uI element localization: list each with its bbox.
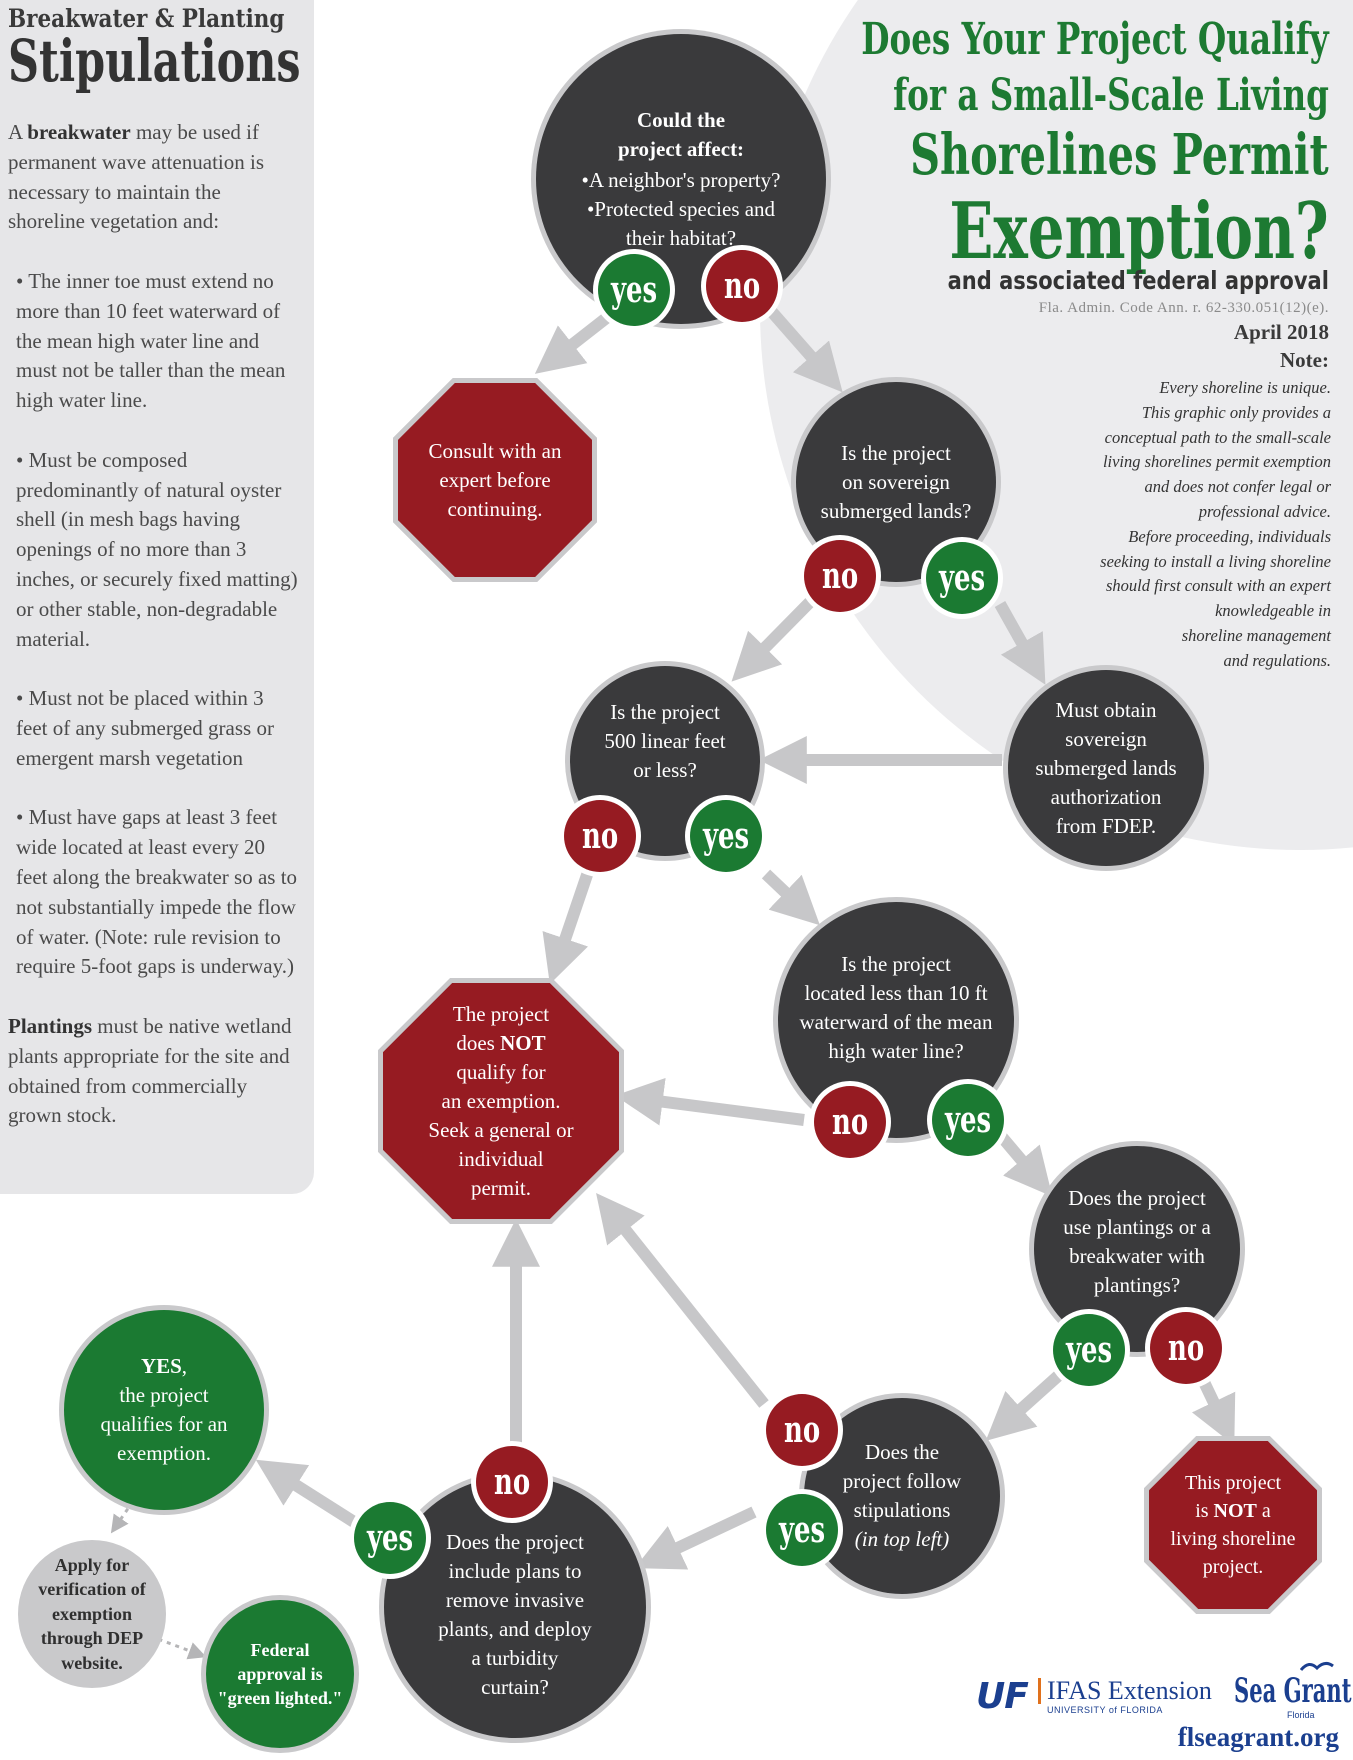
note-line: Before proceeding, individuals bbox=[1128, 526, 1331, 546]
page-title-line-4: Exemption? bbox=[949, 186, 1329, 277]
plantings-rule: Plantings must be native wetland plants … bbox=[8, 1013, 292, 1128]
uf-logo: UF bbox=[976, 1676, 1029, 1717]
stipulations-kicker: Breakwater & Planting bbox=[8, 4, 285, 33]
not-qualify-stop: The project does NOT qualify for an exem… bbox=[378, 978, 624, 1224]
fdep-authorization: Must obtain sovereign submerged lands au… bbox=[1008, 670, 1204, 866]
question-sovereign-lands: Is the project on sovereign submerged la… bbox=[796, 382, 996, 582]
page-title-line-1: Does Your Project Qualify bbox=[861, 14, 1329, 65]
q3-no-badge: no bbox=[564, 800, 636, 872]
consult-expert-stop: Consult with an expert before continuing… bbox=[393, 378, 597, 582]
note-line: should first consult with an expert bbox=[1105, 576, 1331, 596]
q6-no-badge: no bbox=[766, 1394, 838, 1466]
question-plantings-breakwater: Does the project use plantings or a brea… bbox=[1034, 1146, 1240, 1352]
arrow-yes-apply bbox=[110, 1493, 140, 1534]
note-line: knowledgeable in bbox=[1215, 601, 1331, 621]
arrow-q6-no bbox=[596, 1192, 769, 1408]
note-line: conceptual path to the small-scale bbox=[1104, 427, 1331, 447]
page-title-line-3: Shorelines Permit bbox=[910, 122, 1329, 188]
consult-expert-text: Consult with an expert before continuing… bbox=[428, 438, 562, 521]
q5-yes-badge: yes bbox=[1053, 1314, 1125, 1386]
stipulations-body: A breakwater may be used if permanent wa… bbox=[8, 118, 300, 1161]
arrow-q2-yes bbox=[994, 601, 1046, 685]
note-title: Note: bbox=[1280, 348, 1329, 372]
rule-placement: • Must not be placed within 3 feet of an… bbox=[16, 686, 274, 770]
not-living-shoreline-text: This project is NOT a living shoreline p… bbox=[1170, 1472, 1296, 1578]
stipulations-panel bbox=[0, 0, 314, 1194]
publication-date: April 2018 bbox=[1233, 320, 1329, 344]
q4-yes-badge: yes bbox=[932, 1084, 1004, 1156]
question-affect-heading: Could the project affect: bbox=[617, 107, 745, 161]
arrow-q1-yes bbox=[534, 307, 618, 374]
q4-no-badge: no bbox=[814, 1086, 886, 1158]
q6-yes-badge: yes bbox=[766, 1494, 838, 1566]
arrow-q6-yes bbox=[634, 1506, 757, 1570]
breakwater-intro: A breakwater may be used if permanent wa… bbox=[8, 120, 264, 234]
arrow-q2-no bbox=[731, 595, 817, 682]
sea-grant-sublabel: Florida bbox=[1287, 1710, 1315, 1720]
note-line: and does not confer legal or bbox=[1144, 477, 1331, 497]
ifas-extension-logo: IFAS Extension bbox=[1038, 1678, 1212, 1704]
q2-yes-badge: yes bbox=[926, 542, 998, 614]
q5-no-badge: no bbox=[1150, 1312, 1222, 1384]
page-subtitle: and associated federal approval bbox=[947, 266, 1329, 295]
legal-citation: Fla. Admin. Code Ann. r. 62-330.051(12)(… bbox=[1038, 300, 1329, 316]
arrow-q4-yes bbox=[991, 1126, 1053, 1197]
federal-approval: Federal approval is "green lighted." bbox=[206, 1600, 354, 1748]
sea-grant-logo: Sea Grant bbox=[1234, 1671, 1352, 1711]
note-line: shoreline management bbox=[1181, 625, 1331, 645]
note-line: professional advice. bbox=[1198, 501, 1331, 521]
qualifies-exemption: YES, the project qualifies for an exempt… bbox=[64, 1310, 264, 1510]
stipulations-title: Stipulations bbox=[8, 27, 301, 95]
arrow-q5-yes bbox=[985, 1371, 1063, 1441]
q7-yes-badge: yes bbox=[354, 1502, 426, 1574]
ifas-extension-sublabel: UNIVERSITY of FLORIDA bbox=[1047, 1705, 1163, 1715]
arrow-q7-yes bbox=[255, 1459, 358, 1528]
question-affect-neighbors: Could the project affect: •A neighbor's … bbox=[536, 34, 826, 324]
note-line: living shorelines permit exemption bbox=[1102, 452, 1331, 472]
rule-inner-toe: • The inner toe must extend no more than… bbox=[16, 268, 286, 413]
arrow-q1-no bbox=[767, 308, 843, 393]
q2-no-badge: no bbox=[804, 540, 876, 612]
q7-no-badge: no bbox=[476, 1446, 548, 1518]
arrow-q3-no bbox=[542, 870, 594, 985]
q1-no-badge: no bbox=[706, 250, 778, 322]
arrow-q4-no bbox=[614, 1077, 805, 1126]
rule-composition: • Must be composed predominantly of natu… bbox=[16, 447, 298, 651]
note-line: seeking to install a living shoreline bbox=[1100, 551, 1331, 571]
website-link[interactable]: flseagrant.org bbox=[1177, 1722, 1339, 1752]
rule-gaps: • Must have gaps at least 3 feet wide lo… bbox=[16, 805, 298, 979]
note-line: and regulations. bbox=[1223, 650, 1331, 670]
apply-verification: Apply for verification of exemption thro… bbox=[18, 1540, 166, 1688]
header-backdrop bbox=[760, 0, 1353, 850]
arrow-q3-yes bbox=[761, 869, 820, 926]
not-living-shoreline-stop: This project is NOT a living shoreline p… bbox=[1144, 1436, 1322, 1614]
note-line: Every shoreline is unique. bbox=[1159, 378, 1331, 397]
page-title-line-2: for a Small-Scale Living bbox=[893, 70, 1329, 121]
seagull-icon bbox=[1300, 1661, 1334, 1671]
note-body: Every shoreline is unique. This graphic … bbox=[1031, 376, 1331, 674]
note-line: This graphic only provides a bbox=[1141, 402, 1331, 422]
arrow-q5-no bbox=[1191, 1379, 1236, 1446]
question-affect-items: •A neighbor's property? •Protected speci… bbox=[581, 167, 781, 250]
q1-yes-badge: yes bbox=[598, 254, 670, 326]
q3-yes-badge: yes bbox=[690, 800, 762, 872]
not-qualify-text: The project does NOT qualify for an exem… bbox=[428, 1001, 574, 1200]
question-invasive-turbidity: Does the project include plans to remove… bbox=[384, 1476, 646, 1738]
